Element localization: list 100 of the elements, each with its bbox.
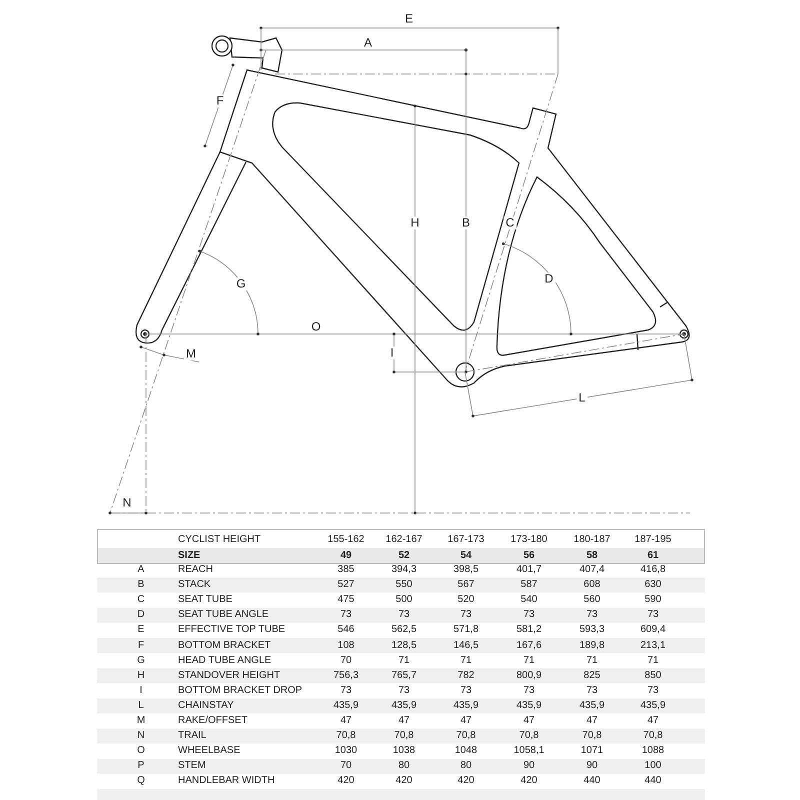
table-value: 567 bbox=[458, 579, 474, 592]
parameter-name: WHEELBASE bbox=[178, 745, 240, 758]
row-letter: A bbox=[138, 564, 144, 576]
table-value: 1088 bbox=[642, 745, 664, 758]
row-letter: P bbox=[138, 760, 144, 772]
column-header: SIZE bbox=[178, 550, 200, 562]
column-header: 54 bbox=[460, 550, 472, 562]
table-value: 394,3 bbox=[391, 564, 417, 576]
table-value: 475 bbox=[338, 594, 354, 606]
table-value: 47 bbox=[586, 715, 598, 727]
table-value: 70,8 bbox=[643, 730, 663, 742]
dimension-letter: C bbox=[504, 216, 516, 230]
parameter-name: BOTTOM BRACKET bbox=[178, 640, 271, 652]
table-value: 765,7 bbox=[391, 670, 417, 682]
table-value: 108 bbox=[338, 640, 354, 652]
table-value: 90 bbox=[586, 760, 598, 772]
dimension-letter: F bbox=[214, 94, 226, 108]
table-value: 71 bbox=[647, 654, 659, 667]
table-value: 100 bbox=[644, 760, 662, 772]
table-value: 435,9 bbox=[516, 700, 542, 712]
column-header: 173-180 bbox=[510, 534, 548, 546]
table-value: 546 bbox=[338, 624, 354, 636]
dimension-letter: B bbox=[460, 216, 472, 230]
table-value: 416,8 bbox=[640, 564, 666, 576]
table-value: 73 bbox=[340, 609, 352, 622]
table-value: 73 bbox=[340, 684, 352, 697]
table-value: 1030 bbox=[334, 745, 358, 758]
table-value: 1071 bbox=[580, 745, 604, 758]
table-value: 1048 bbox=[454, 745, 478, 758]
table-value: 73 bbox=[586, 609, 598, 622]
table-value: 80 bbox=[398, 760, 410, 772]
table-value: 71 bbox=[586, 654, 598, 667]
table-value: 630 bbox=[644, 579, 662, 592]
table-value: 435,9 bbox=[579, 700, 605, 712]
table-value: 435,9 bbox=[333, 700, 359, 712]
row-letter: O bbox=[137, 745, 145, 758]
column-header: 155-162 bbox=[328, 534, 364, 546]
table-value: 581,2 bbox=[516, 624, 542, 636]
table-value: 47 bbox=[398, 715, 410, 727]
table-value: 587 bbox=[520, 579, 538, 592]
table-value: 213,1 bbox=[640, 640, 666, 652]
table-value: 500 bbox=[396, 594, 412, 606]
table-value: 189,8 bbox=[579, 640, 605, 652]
dimension-letter: G bbox=[234, 278, 248, 290]
table-value: 850 bbox=[644, 670, 662, 682]
row-letter: H bbox=[137, 670, 145, 682]
table-value: 70,8 bbox=[336, 730, 356, 742]
row-letter: D bbox=[137, 609, 145, 622]
parameter-name: STANDOVER HEIGHT bbox=[178, 670, 280, 682]
dimension-letter: D bbox=[542, 272, 556, 286]
table-value: 571,8 bbox=[453, 624, 479, 636]
table-value: 550 bbox=[396, 579, 412, 592]
table-value: 609,4 bbox=[640, 624, 666, 636]
dimension-letter: N bbox=[120, 496, 134, 510]
table-value: 420 bbox=[338, 775, 354, 788]
table-value: 167,6 bbox=[516, 640, 542, 652]
column-header: 58 bbox=[586, 550, 598, 562]
table-value: 435,9 bbox=[391, 700, 417, 712]
dimension-letter: A bbox=[362, 36, 374, 50]
table-value: 70,8 bbox=[394, 730, 414, 742]
table-value: 80 bbox=[460, 760, 472, 772]
parameter-name: HANDLEBAR WIDTH bbox=[178, 775, 275, 788]
parameter-name: HEAD TUBE ANGLE bbox=[178, 654, 272, 667]
table-value: 70 bbox=[340, 654, 352, 667]
table-value: 435,9 bbox=[453, 700, 479, 712]
table-value: 47 bbox=[523, 715, 535, 727]
table-value: 385 bbox=[338, 564, 354, 576]
dimension-letter: M bbox=[184, 348, 198, 360]
column-header: 162-167 bbox=[386, 534, 422, 546]
parameter-name: EFFECTIVE TOP TUBE bbox=[178, 624, 286, 636]
table-value: 71 bbox=[398, 654, 410, 667]
column-header: 167-173 bbox=[448, 534, 484, 546]
table-value: 47 bbox=[647, 715, 659, 727]
table-value: 420 bbox=[520, 775, 538, 788]
parameter-name: SEAT TUBE bbox=[178, 594, 232, 606]
table-value: 440 bbox=[644, 775, 662, 788]
table-value: 825 bbox=[584, 670, 600, 682]
dimension-letter: E bbox=[403, 12, 415, 26]
row-letter: I bbox=[140, 684, 142, 697]
table-value: 73 bbox=[523, 609, 535, 622]
table-value: 398,5 bbox=[453, 564, 479, 576]
row-letter: C bbox=[137, 594, 145, 606]
table-value: 73 bbox=[460, 684, 472, 697]
row-letter: G bbox=[137, 654, 145, 667]
table-value: 73 bbox=[647, 609, 659, 622]
table-value: 73 bbox=[523, 684, 535, 697]
row-letter: B bbox=[138, 579, 144, 592]
table-value: 71 bbox=[523, 654, 535, 667]
table-value: 90 bbox=[523, 760, 535, 772]
column-header: CYCLIST HEIGHT bbox=[178, 534, 261, 546]
table-value: 420 bbox=[396, 775, 412, 788]
row-letter: M bbox=[136, 715, 146, 727]
column-header: 180-187 bbox=[574, 534, 610, 546]
parameter-name: STACK bbox=[178, 579, 211, 592]
parameter-name: CHAINSTAY bbox=[178, 700, 234, 712]
row-letter: F bbox=[138, 640, 144, 652]
row-letter: Q bbox=[137, 775, 145, 788]
table-value: 756,3 bbox=[333, 670, 359, 682]
column-header: 187-195 bbox=[634, 534, 672, 546]
table-value: 1058,1 bbox=[514, 745, 544, 758]
